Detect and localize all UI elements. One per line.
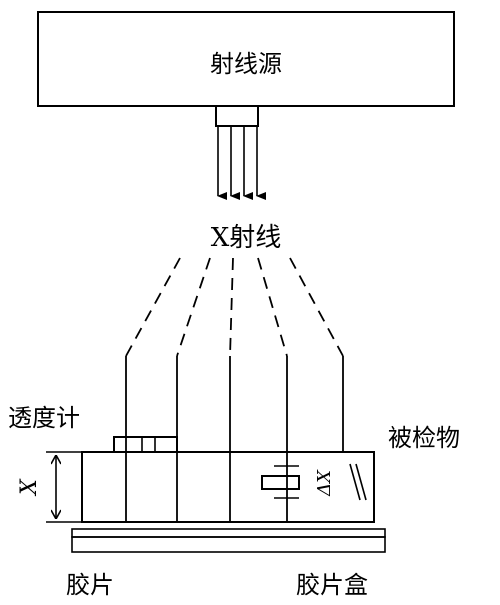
film-cassette xyxy=(71,528,386,553)
ray-dashed xyxy=(176,257,211,357)
xray-label: X射线 xyxy=(211,223,282,253)
specimen-label: 被检物 xyxy=(388,424,460,452)
xray-rays xyxy=(125,257,344,357)
delta-annotation: ΔX xyxy=(314,463,367,501)
cassette-body xyxy=(71,536,386,553)
beam-arrows xyxy=(217,126,266,200)
source-label: 射线源 xyxy=(210,50,282,78)
delta-x-label: ΔX xyxy=(314,469,335,497)
ray-dashed xyxy=(229,257,234,357)
cassette-label: 胶片盒 xyxy=(296,571,368,599)
xray-suffix: 射线 xyxy=(229,223,281,253)
collimator xyxy=(215,105,259,127)
thickness-label: X xyxy=(17,478,42,497)
ray-dashed xyxy=(289,257,344,357)
ray-dashed xyxy=(125,257,181,357)
film-strip xyxy=(71,528,386,538)
xray-rays-solid xyxy=(125,356,344,522)
xray-prefix: X xyxy=(211,223,230,253)
defect-body xyxy=(261,475,300,490)
specimen-block xyxy=(81,451,375,523)
film-label: 胶片 xyxy=(66,571,114,599)
defect xyxy=(261,465,300,499)
penetrameter-body xyxy=(113,436,178,453)
delta-tick xyxy=(355,463,367,501)
thickness-dimension: X xyxy=(17,451,82,523)
radiation-source: 射线源 xyxy=(37,11,455,107)
delta-tick xyxy=(349,463,361,501)
penetrameter-label: 透度计 xyxy=(8,404,80,432)
ray-dashed xyxy=(257,257,288,357)
penetrameter xyxy=(113,436,178,453)
